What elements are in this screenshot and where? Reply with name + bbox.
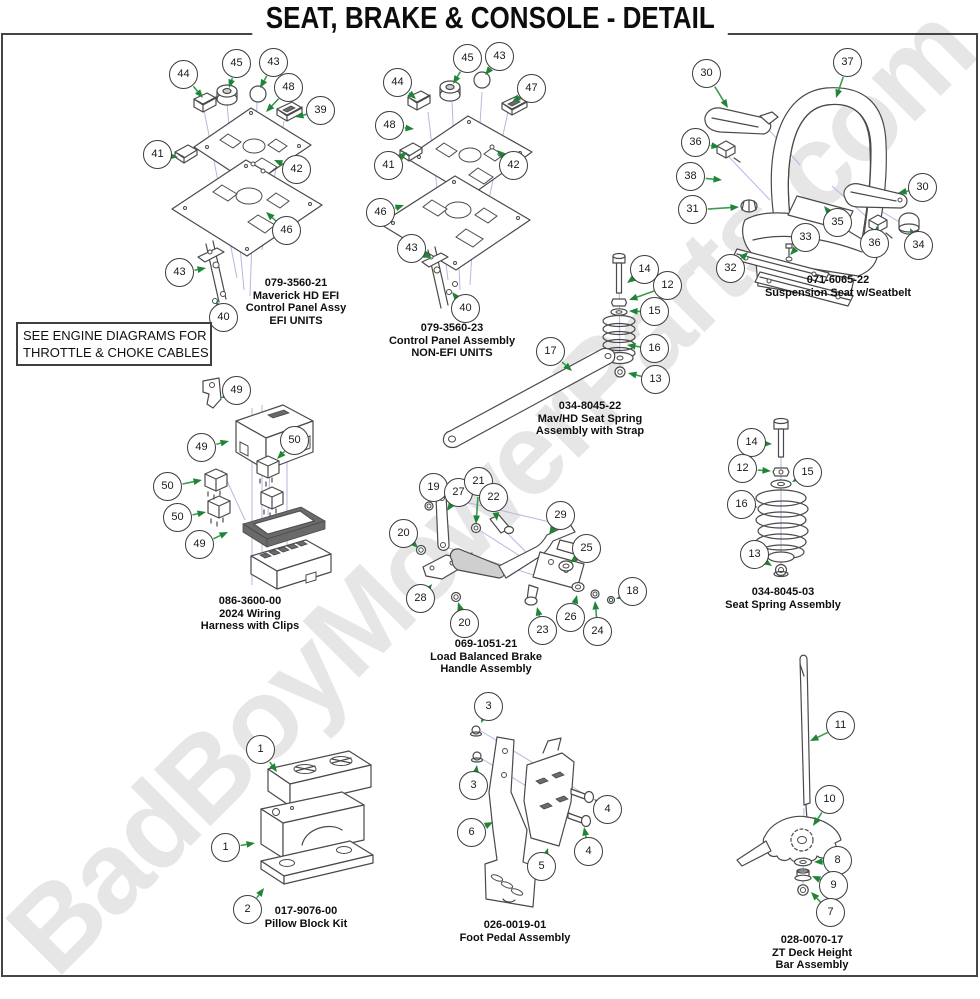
- deck-height-bar-drawing: [737, 655, 841, 895]
- seat-spring-strap-drawing: [443, 254, 635, 448]
- page-title: SEAT, BRAKE & CONSOLE - DETAIL: [252, 0, 728, 36]
- control-panel-nonefi-drawing: [380, 72, 532, 308]
- suspension-seat-drawing: [705, 88, 919, 306]
- control-panel-efi-drawing: [172, 85, 322, 304]
- note-line-1: SEE ENGINE DIAGRAMS FOR: [23, 327, 205, 344]
- pillow-block-drawing: [261, 751, 373, 884]
- wiring-harness-drawing: [203, 378, 331, 589]
- brake-handle-drawing: [417, 493, 615, 605]
- engine-diagrams-note: SEE ENGINE DIAGRAMS FOR THROTTLE & CHOKE…: [16, 322, 212, 366]
- foot-pedal-drawing: [471, 726, 594, 907]
- note-line-2: THROTTLE & CHOKE CABLES: [23, 344, 205, 361]
